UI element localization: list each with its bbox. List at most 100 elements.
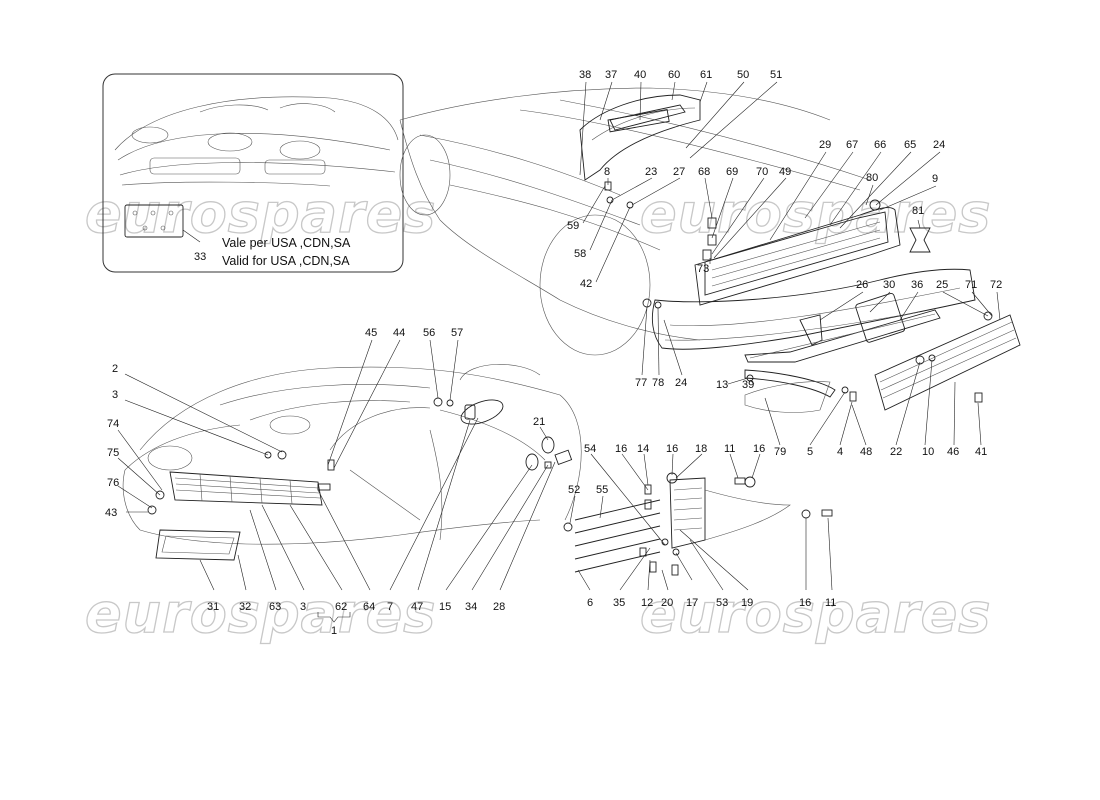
callout-27: 27: [673, 166, 685, 178]
callout-18: 18: [695, 443, 707, 455]
callout-58: 58: [574, 248, 586, 260]
callout-53: 53: [716, 597, 728, 609]
callout-63: 63: [269, 601, 281, 613]
watermark-top-right: eurospares: [640, 182, 991, 245]
callout-48: 48: [860, 446, 872, 458]
callout-16-c: 16: [753, 443, 765, 455]
callout-51: 51: [770, 69, 782, 81]
callout-4: 4: [837, 446, 843, 458]
callout-40: 40: [634, 69, 646, 81]
callout-41: 41: [975, 446, 987, 458]
callout-9: 9: [932, 173, 938, 185]
leader-lines: [117, 81, 1001, 623]
callout-74: 74: [107, 418, 119, 430]
callout-20: 20: [661, 597, 673, 609]
callout-78: 78: [652, 377, 664, 389]
callout-28: 28: [493, 601, 505, 613]
callout-5: 5: [807, 446, 813, 458]
callout-52: 52: [568, 484, 580, 496]
callout-62: 62: [335, 601, 347, 613]
callout-29: 29: [819, 139, 831, 151]
callout-35: 35: [613, 597, 625, 609]
callout-22: 22: [890, 446, 902, 458]
callout-21: 21: [533, 416, 545, 428]
callout-67: 67: [846, 139, 858, 151]
callout-38: 38: [579, 69, 591, 81]
callout-3-bottom: 3: [300, 601, 306, 613]
callout-24-top: 24: [933, 139, 945, 151]
callout-69: 69: [726, 166, 738, 178]
callout-76: 76: [107, 477, 119, 489]
callout-10: 10: [922, 446, 934, 458]
callout-47: 47: [411, 601, 423, 613]
callout-23: 23: [645, 166, 657, 178]
callout-12: 12: [641, 597, 653, 609]
callout-16-a: 16: [615, 443, 627, 455]
callout-60: 60: [668, 69, 680, 81]
callout-2: 2: [112, 363, 118, 375]
watermark-bottom-right: eurospares: [640, 582, 991, 645]
callout-7: 7: [387, 601, 393, 613]
callout-80: 80: [866, 172, 878, 184]
callout-73: 73: [697, 263, 709, 275]
callout-31: 31: [207, 601, 219, 613]
callout-71: 71: [965, 279, 977, 291]
callout-3-top: 3: [112, 389, 118, 401]
callout-55: 55: [596, 484, 608, 496]
callout-44: 44: [393, 327, 405, 339]
callout-13: 13: [716, 379, 728, 391]
inset-note-italian: Vale per USA ,CDN,SA: [222, 236, 351, 250]
callout-26: 26: [856, 279, 868, 291]
callout-77: 77: [635, 377, 647, 389]
callout-57: 57: [451, 327, 463, 339]
callout-34: 34: [465, 601, 477, 613]
callout-70: 70: [756, 166, 768, 178]
callout-15: 15: [439, 601, 451, 613]
callout-54: 54: [584, 443, 596, 455]
callout-61: 61: [700, 69, 712, 81]
callout-1-group: 1: [331, 625, 337, 637]
callout-64: 64: [363, 601, 375, 613]
side-vent-drawing: [563, 472, 833, 576]
callout-30: 30: [883, 279, 895, 291]
callout-14: 14: [637, 443, 649, 455]
callout-6: 6: [587, 597, 593, 609]
callout-11-a: 11: [724, 443, 735, 455]
callout-17: 17: [686, 597, 698, 609]
rear-car-drawing: [399, 87, 1021, 413]
callout-24-bottom: 24: [675, 377, 687, 389]
inset-panel: 33 Vale per USA ,CDN,SA Valid for USA ,C…: [102, 73, 404, 273]
callout-37: 37: [605, 69, 617, 81]
front-car-drawing: [122, 364, 582, 561]
callout-45: 45: [365, 327, 377, 339]
callout-25: 25: [936, 279, 948, 291]
callout-46: 46: [947, 446, 959, 458]
callout-32: 32: [239, 601, 251, 613]
callout-49: 49: [779, 166, 791, 178]
callout-16-d: 16: [799, 597, 811, 609]
callout-11-b: 11: [825, 597, 836, 609]
callout-42: 42: [580, 278, 592, 290]
callout-66: 66: [874, 139, 886, 151]
watermark-top-left: eurospares: [85, 182, 436, 245]
callout-8: 8: [604, 166, 610, 178]
callout-81: 81: [912, 205, 924, 217]
callout-43: 43: [105, 507, 117, 519]
callout-56: 56: [423, 327, 435, 339]
callout-39: 39: [742, 379, 754, 391]
callout-50: 50: [737, 69, 749, 81]
callout-33: 33: [194, 251, 206, 263]
callout-75: 75: [107, 447, 119, 459]
watermark-bottom-left: eurospares: [85, 582, 436, 645]
callout-36: 36: [911, 279, 923, 291]
watermark-group: eurospares eurospares eurospares eurospa…: [84, 181, 991, 645]
callout-72: 72: [990, 279, 1002, 291]
callout-16-b: 16: [666, 443, 678, 455]
callout-65: 65: [904, 139, 916, 151]
callout-79: 79: [774, 446, 786, 458]
callout-19: 19: [741, 597, 753, 609]
callout-labels: 38 37 40 60 61 50 51 29 67 66 65 24 80 9…: [105, 69, 1002, 637]
callout-59: 59: [567, 220, 579, 232]
callout-68: 68: [698, 166, 710, 178]
